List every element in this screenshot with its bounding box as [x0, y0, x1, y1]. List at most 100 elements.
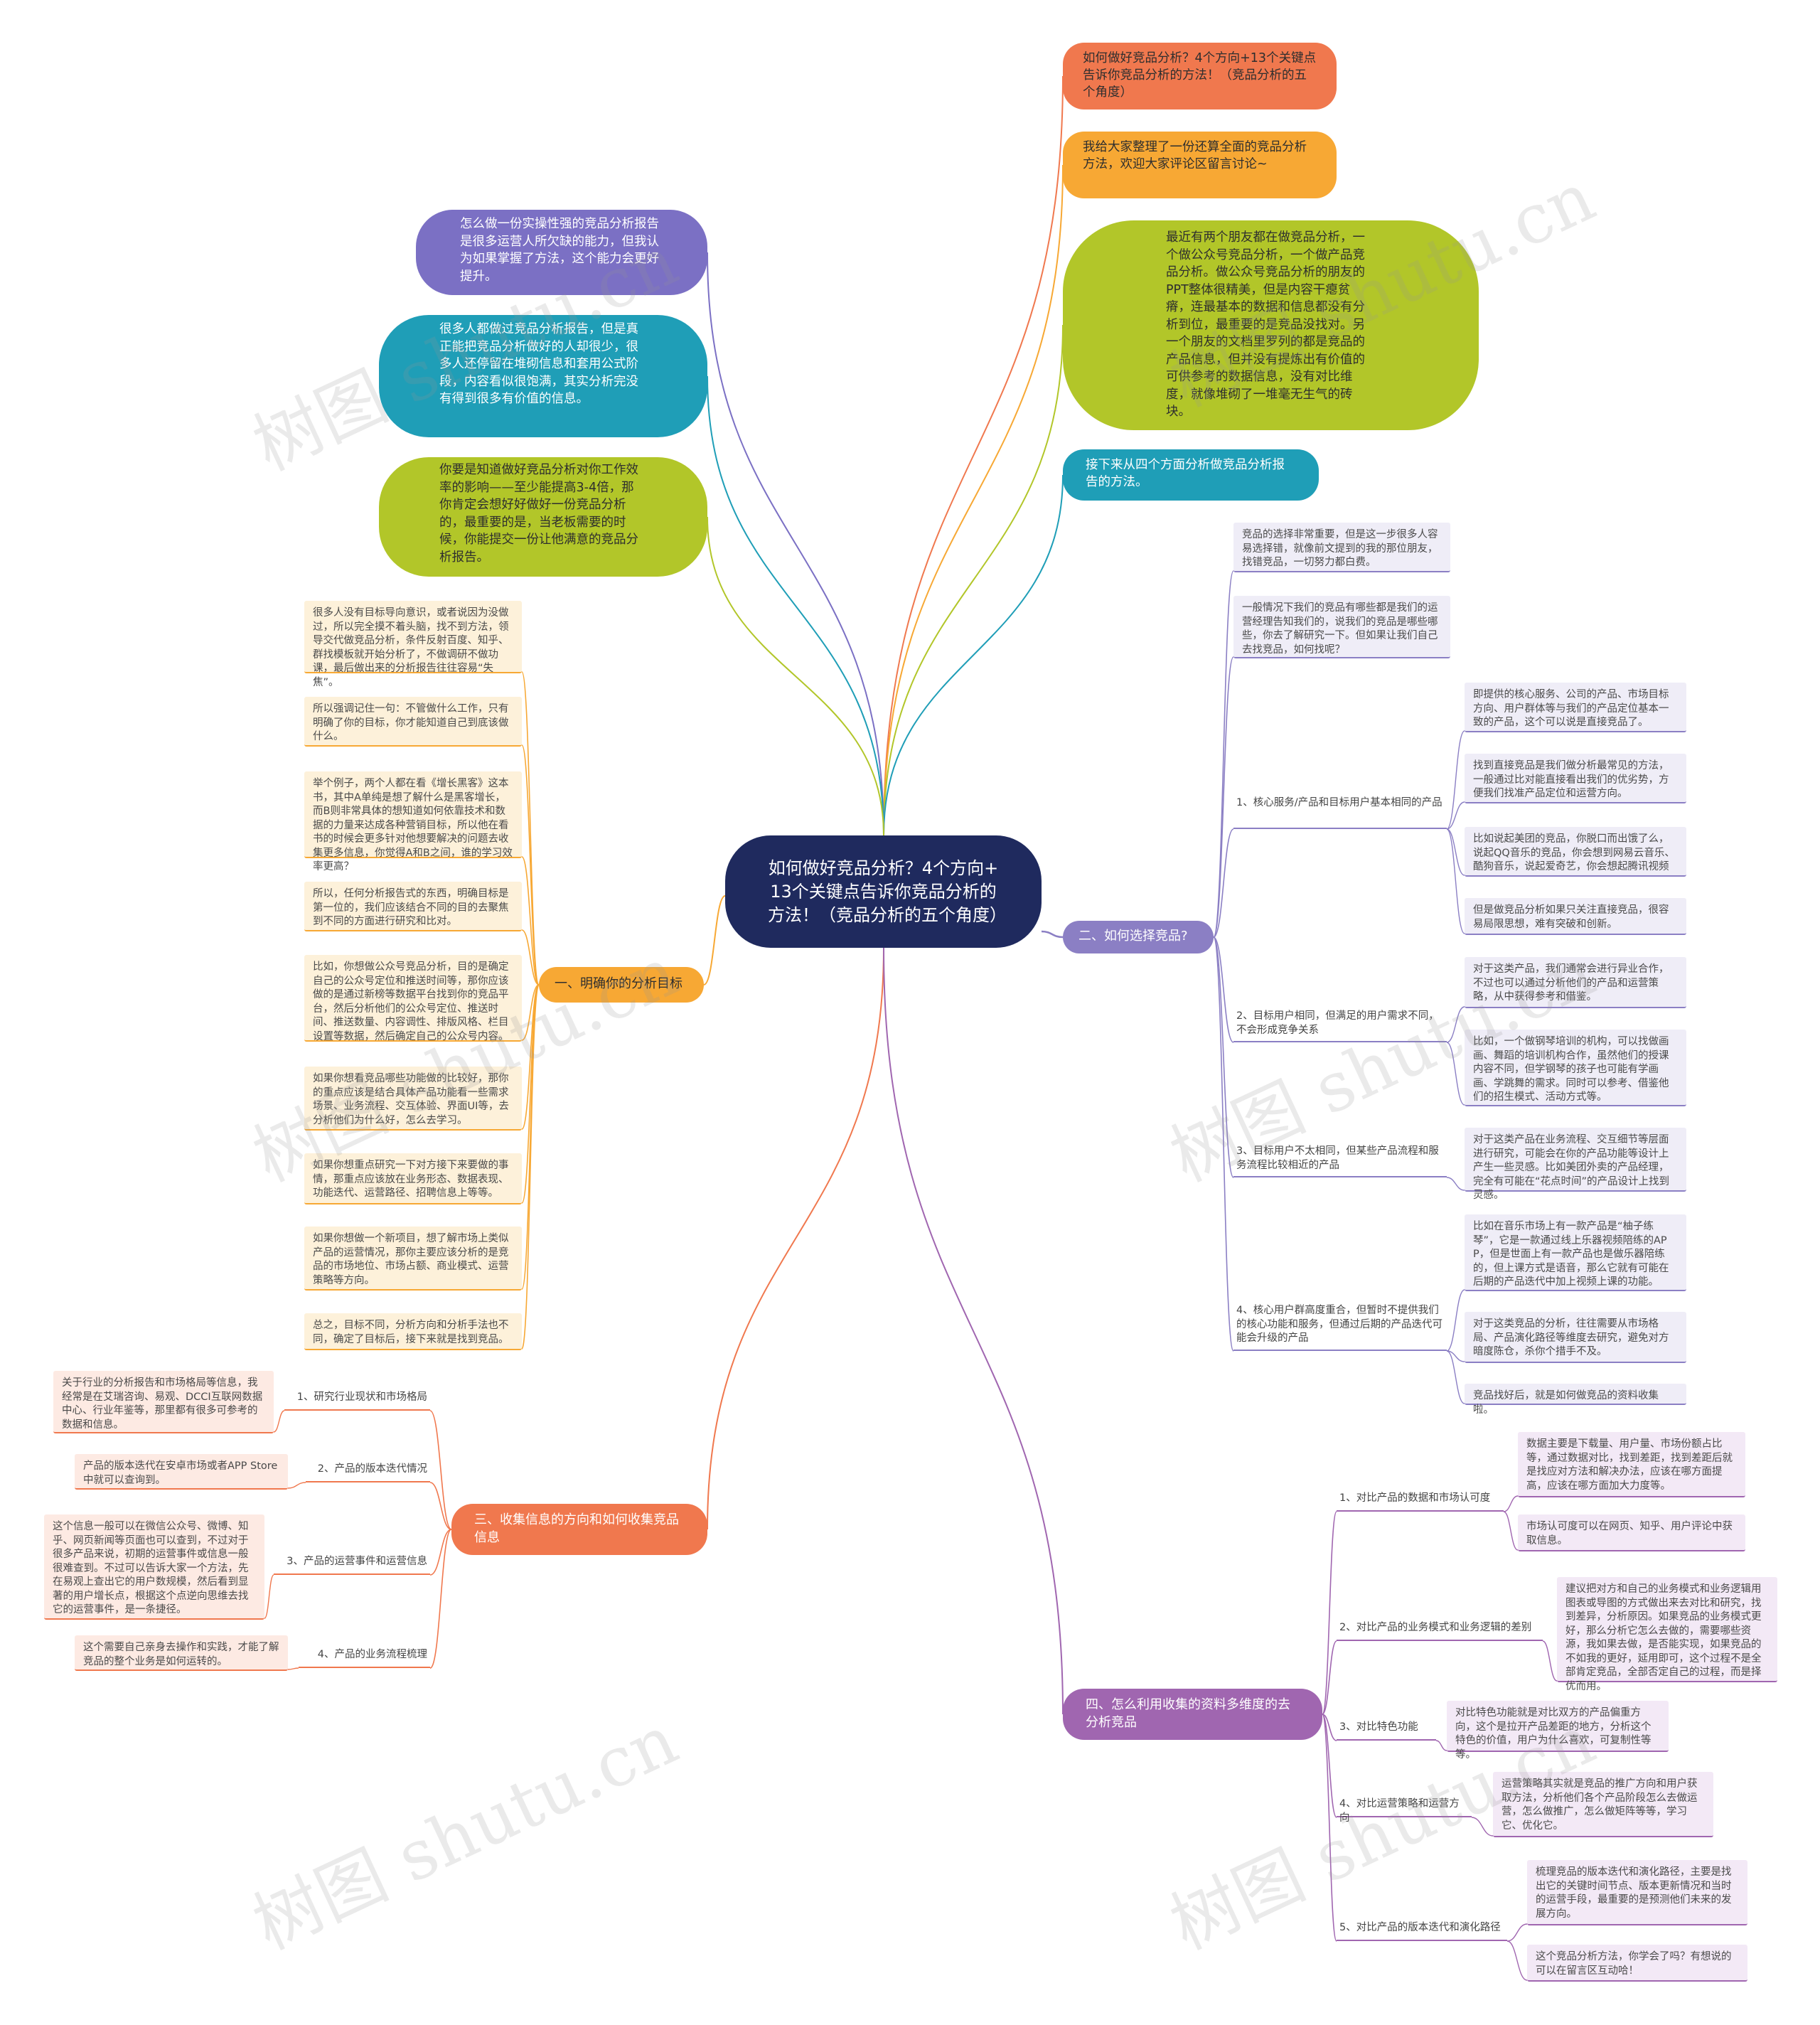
collect-topic[interactable]: 4、产品的业务流程梳理	[299, 1647, 430, 1668]
intro-four-aspects-node[interactable]: 接下来从四个方面分析做竞品分析报告的方法。	[1063, 449, 1319, 501]
choose-detail-leaf[interactable]: 即提供的核心服务、公司的产品、市场目标方向、用户群体等与我们的产品定位基本一致的…	[1465, 683, 1686, 732]
root-topic[interactable]: 如何做好竞品分析？4个方向+13个关键点告诉你竞品分析的方法！（竞品分析的五个角…	[725, 835, 1042, 948]
connector-line	[1446, 828, 1465, 876]
branch-choose-competitor[interactable]: 二、如何选择竞品?	[1063, 921, 1214, 953]
analysis-detail-leaf[interactable]: 对比特色功能就是对比双方的产品偏重方向，这个是拉开产品差距的地方，分析这个特色的…	[1447, 1701, 1669, 1760]
goal-leaf-text: 所以，任何分析报告式的东西，明确目标是第一位的，我们应该结合不同的目的去聚焦到不…	[313, 888, 509, 927]
goal-leaf[interactable]: 比如，你想做公众号竞品分析，目的是确定自己的公众号定位和推送时间等，那你应该做的…	[304, 955, 522, 1042]
choose-detail-leaf[interactable]: 比如说起美团的竞品，你脱口而出饿了么，说起QQ音乐的竞品，你会想到网易云音乐、酷…	[1465, 827, 1686, 877]
goal-leaf[interactable]: 所以强调记住一句：不管做什么工作，只有明确了你的目标，你才能知道自己到底该做什么…	[304, 697, 522, 747]
analysis-dimension[interactable]: 2、对比产品的业务模式和业务逻辑的差别	[1337, 1620, 1543, 1641]
choose-intro-leaf[interactable]: 一般情况下我们的竞品有哪些都是我们的运营经理告知我们的，说我们的竞品是哪些哪些，…	[1233, 596, 1450, 658]
intro-title-node[interactable]: 如何做好竞品分析？4个方向+13个关键点告诉你竞品分析的方法！（竞品分析的五个角…	[1063, 43, 1337, 109]
choose-detail-leaf[interactable]: 对于这类竞品的分析，往往需要从市场格局、产品演化路径等维度去研究，避免对方暗度陈…	[1465, 1312, 1686, 1363]
collect-detail-leaf[interactable]: 关于行业的分析报告和市场格局等信息，我经常是在艾瑞咨询、易观、DCCI互联网数据…	[53, 1371, 274, 1433]
collect-detail-leaf-text: 这个信息一般可以在微信公众号、微博、知乎、网页新闻等页面也可以查到，不过对于很多…	[53, 1521, 249, 1615]
collect-topic[interactable]: 1、研究行业现状和市场格局	[284, 1389, 430, 1411]
analysis-detail-leaf-text: 运营策略其实就是竞品的推广方向和用户获取方法，分析他们各个产品阶段怎么去做运营，…	[1502, 1778, 1698, 1832]
intro-common-mistakes-text: 很多人都做过竞品分析报告，但是真正能把竞品分析做好的人却很少，很多人还停留在堆砌…	[439, 322, 638, 406]
choose-detail-leaf[interactable]: 对于这类产品，我们通常会进行异业合作，不过也可以通过分析他们的产品和运营策略，从…	[1465, 957, 1686, 1008]
goal-leaf-text: 如果你想重点研究一下对方接下来要做的事情，那重点应该放在业务形态、数据表现、功能…	[313, 1160, 509, 1199]
collect-detail-leaf-text: 这个需要自己亲身去操作和实践，才能了解竞品的整个业务是如何运转的。	[83, 1642, 279, 1667]
choose-intro-leaf[interactable]: 竞品的选择非常重要，但是这一步很多人容易选择错，就像前文提到的我的那位朋友，找错…	[1233, 523, 1450, 572]
choose-criterion[interactable]: 3、目标用户不太相同，但某些产品流程和服务流程比较相近的产品	[1233, 1143, 1447, 1177]
connector-line	[1213, 656, 1234, 938]
choose-criterion[interactable]: 4、核心用户群高度重合，但暂时不提供我们的核心功能和服务，但通过后期的产品迭代可…	[1233, 1303, 1447, 1351]
choose-detail-leaf-text: 对于这类产品在业务流程、交互细节等层面进行研究，可能会在你的产品功能等设计上产生…	[1473, 1134, 1670, 1201]
analysis-dimension-text: 1、对比产品的数据和市场认可度	[1339, 1492, 1491, 1504]
analysis-detail-leaf[interactable]: 这个竞品分析方法，你学会了吗？有想说的可以在留言区互动哈！	[1527, 1945, 1747, 1982]
analysis-dimension[interactable]: 3、对比特色功能	[1337, 1719, 1436, 1741]
intro-common-mistakes-node[interactable]: 很多人都做过竞品分析报告，但是真正能把竞品分析做好的人却很少，很多人还停留在堆砌…	[379, 315, 707, 437]
branch-analysis-goal[interactable]: 一、明确你的分析目标	[539, 967, 704, 1003]
analysis-dimension[interactable]: 5、对比产品的版本迭代和演化路径	[1337, 1920, 1507, 1941]
analysis-dimension-text: 3、对比特色功能	[1339, 1721, 1418, 1733]
connector-line	[287, 1482, 306, 1489]
goal-leaf[interactable]: 如果你想看竞品哪些功能做的比较好，那你的重点应该是结合具体产品功能看一些需求场景…	[304, 1067, 522, 1131]
intro-four-aspects-text: 接下来从四个方面分析做竞品分析报告的方法。	[1086, 458, 1285, 489]
root-title: 如何做好竞品分析？4个方向+13个关键点告诉你竞品分析的方法！（竞品分析的五个角…	[768, 857, 1007, 925]
connector-line	[1322, 1640, 1337, 1715]
collect-topic[interactable]: 2、产品的版本迭代情况	[306, 1461, 430, 1482]
collect-detail-leaf-text: 产品的版本迭代在安卓市场或者APP Store中就可以查询到。	[83, 1460, 278, 1486]
analysis-dimension-text: 4、对比运营策略和运营方向	[1339, 1798, 1460, 1824]
connector-line	[1506, 1923, 1528, 1942]
analysis-detail-leaf[interactable]: 梳理竞品的版本迭代和演化路径，主要是找出它的关键时间节点、版本更新情况和当时的运…	[1527, 1860, 1747, 1925]
connector-line	[1213, 936, 1234, 1043]
choose-detail-leaf[interactable]: 比如，一个做钢琴培训的机构，可以找做画画、舞蹈的培训机构合作，虽然他们的授课内容…	[1465, 1030, 1686, 1106]
branch-choose-competitor-label: 二、如何选择竞品?	[1078, 929, 1188, 944]
connector-line	[521, 929, 540, 985]
analysis-detail-leaf[interactable]: 运营策略其实就是竞品的推广方向和用户获取方法，分析他们各个产品阶段怎么去做运营，…	[1493, 1772, 1713, 1837]
intro-ability-node[interactable]: 怎么做一份实操性强的竞品分析报告是很多运营人所欠缺的能力，但我认为如果掌握了方法…	[416, 210, 707, 295]
choose-criterion-text: 4、核心用户群高度重合，但暂时不提供我们的核心功能和服务，但通过后期的产品迭代可…	[1236, 1305, 1442, 1344]
goal-leaf-text: 如果你想看竞品哪些功能做的比较好，那你的重点应该是结合具体产品功能看一些需求场景…	[313, 1073, 509, 1126]
analysis-detail-leaf[interactable]: 数据主要是下载量、用户量、市场份额占比等，通过数据对比，找到差距，找到差距后就是…	[1518, 1432, 1745, 1497]
collect-detail-leaf[interactable]: 产品的版本迭代在安卓市场或者APP Store中就可以查询到。	[75, 1454, 288, 1490]
branch-collect-info[interactable]: 三、收集信息的方向和如何收集竞品信息	[451, 1504, 707, 1555]
collect-topic-text: 2、产品的版本迭代情况	[317, 1463, 427, 1475]
analysis-detail-leaf-text: 对比特色功能就是对比双方的产品偏重方向，这个是拉开产品差距的地方，分析这个特色的…	[1455, 1707, 1652, 1760]
connector-line	[521, 984, 540, 1041]
goal-leaf[interactable]: 很多人没有目标导向意识，或者说因为没做过，所以完全摸不着头脑，找不到方法，领导交…	[304, 601, 522, 688]
collect-detail-leaf[interactable]: 这个信息一般可以在微信公众号、微博、知乎、网页新闻等页面也可以查到，不过对于很多…	[44, 1514, 264, 1620]
connector-line	[1471, 1817, 1494, 1837]
connector-line	[521, 984, 540, 1350]
choose-criterion[interactable]: 2、目标用户相同，但满足的用户需求不同，不会形成竞争关系	[1233, 1008, 1447, 1042]
goal-leaf[interactable]: 如果你想重点研究一下对方接下来要做的事情，那重点应该放在业务形态、数据表现、功能…	[304, 1153, 522, 1204]
connector-line	[287, 1667, 299, 1670]
connector-line	[1435, 1740, 1447, 1751]
choose-detail-leaf[interactable]: 对于这类产品在业务流程、交互细节等层面进行研究，可能会在你的产品功能等设计上产生…	[1465, 1128, 1686, 1201]
collect-detail-leaf-text: 关于行业的分析报告和市场格局等信息，我经常是在艾瑞咨询、易观、DCCI互联网数据…	[62, 1377, 263, 1431]
analysis-detail-leaf[interactable]: 建议把对方和自己的业务模式和业务逻辑用图表或导图的方式做出来去对比和研究，找到差…	[1557, 1577, 1777, 1692]
choose-detail-leaf-text: 对于这类产品，我们通常会进行异业合作，不过也可以通过分析他们的产品和运营策略，从…	[1473, 963, 1669, 1003]
analysis-dimension[interactable]: 1、对比产品的数据和市场认可度	[1337, 1490, 1504, 1512]
goal-leaf[interactable]: 举个例子，两个人都在看《增长黑客》这本书，其中A单纯是想了解什么是黑客增长，而B…	[304, 771, 522, 872]
choose-detail-leaf[interactable]: 找到直接竞品是我们做分析最常见的方法，一般通过比对能直接看出我们的优劣势，方便我…	[1465, 754, 1686, 803]
intro-summary-node[interactable]: 我给大家整理了一份还算全面的竞品分析方法，欢迎大家评论区留言讨论~	[1063, 132, 1337, 198]
goal-leaf[interactable]: 总之，目标不同，分析方向和分析手法也不同，确定了目标后，接下来就是找到竞品。	[304, 1313, 522, 1350]
connector-line	[264, 1574, 274, 1619]
connector-line	[1322, 1714, 1337, 1942]
goal-leaf-text: 总之，目标不同，分析方向和分析手法也不同，确定了目标后，接下来就是找到竞品。	[313, 1320, 509, 1345]
choose-detail-leaf[interactable]: 但是做竞品分析如果只关注直接竞品，很容易局限思想，难有突破和创新。	[1465, 898, 1686, 935]
choose-detail-leaf-text: 比如，一个做钢琴培训的机构，可以找做画画、舞蹈的培训机构合作，虽然他们的授课内容…	[1473, 1036, 1669, 1103]
intro-friends-story-text: 最近有两个朋友都在做竞品分析，一个做公众号竞品分析，一个做产品竞品分析。做公众号…	[1166, 230, 1365, 419]
choose-detail-leaf[interactable]: 竞品找好后，就是如何做竞品的资料收集啦。	[1465, 1384, 1686, 1416]
analysis-dimension[interactable]: 4、对比运营策略和运营方向	[1337, 1796, 1472, 1824]
collect-topic-text: 3、产品的运营事件和运营信息	[287, 1556, 427, 1567]
choose-criterion-text: 3、目标用户不太相同，但某些产品流程和服务流程比较相近的产品	[1236, 1145, 1439, 1171]
analysis-detail-leaf[interactable]: 市场认可度可以在网页、知乎、用户评论中获取信息。	[1518, 1514, 1745, 1551]
goal-leaf[interactable]: 如果你想做一个新项目，想了解市场上类似产品的运营情况，那你主要应该分析的是竞品的…	[304, 1227, 522, 1291]
intro-friends-story-node[interactable]: 最近有两个朋友都在做竞品分析，一个做公众号竞品分析，一个做产品竞品分析。做公众号…	[1063, 220, 1479, 430]
connector-line	[883, 75, 1064, 836]
branch-multi-dimensional-analysis[interactable]: 四、怎么利用收集的资料多维度的去分析竞品	[1063, 1689, 1322, 1740]
collect-detail-leaf[interactable]: 这个需要自己亲身去操作和实践，才能了解竞品的整个业务是如何运转的。	[75, 1635, 288, 1671]
choose-detail-leaf[interactable]: 比如在音乐市场上有一款产品是“柚子练琴”，它是一款通过线上乐器视频陪练的APP，…	[1465, 1214, 1686, 1291]
intro-efficiency-node[interactable]: 你要是知道做好竞品分析对你工作效率的影响——至少能提高3-4倍，那你肯定会想好好…	[379, 457, 707, 577]
collect-topic[interactable]: 3、产品的运营事件和运营信息	[274, 1554, 430, 1575]
goal-leaf[interactable]: 所以，任何分析报告式的东西，明确目标是第一位的，我们应该结合不同的目的去聚焦到不…	[304, 882, 522, 931]
goal-leaf-text: 如果你想做一个新项目，想了解市场上类似产品的运营情况，那你主要应该分析的是竞品的…	[313, 1233, 509, 1286]
connector-line	[521, 671, 540, 985]
choose-criterion[interactable]: 1、核心服务/产品和目标用户基本相同的产品	[1233, 795, 1447, 829]
